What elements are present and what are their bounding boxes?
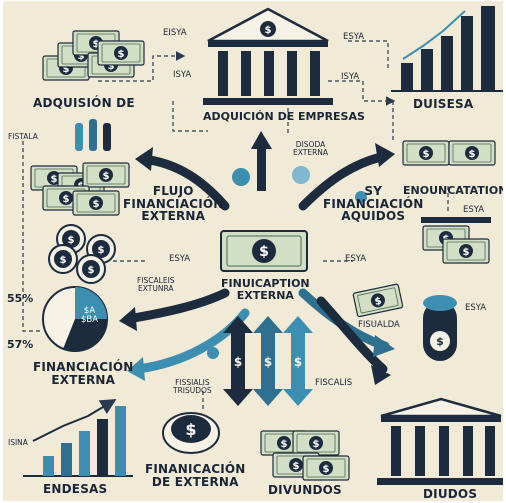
label-isya-center: ISYA [341, 72, 360, 82]
label-eisya-top: EISYA [163, 28, 187, 38]
seed-icon [207, 166, 367, 359]
label-diudos: DIUDOS [423, 487, 478, 501]
label-pct-bottom: 57% [7, 338, 34, 351]
label-esya-mid-left: ESYA [169, 254, 191, 264]
label-flujo-financiacion-externa: FLUJO FINANCIACIÓN EXTERNA [123, 184, 224, 224]
label-dividundos: DIVUNDOS [268, 483, 342, 497]
arrow-icon: $ $ $ [223, 316, 313, 406]
label-fisualda: FISUALDA [358, 320, 400, 330]
money-stack-icon [42, 30, 145, 81]
label-duisesa: DUISESA [413, 97, 474, 111]
svg-text:$: $ [265, 25, 272, 36]
bank-icon [377, 397, 503, 485]
label-pct-top: 55% [7, 292, 34, 305]
label-finanicacion-de-externa: FINANICACIÓN DE EXTERNA [145, 462, 246, 489]
coin-stack-icon: $ [162, 412, 220, 454]
label-adquisicion-empresas: Adquición de empresas [203, 110, 365, 123]
bank-icon: $ [203, 7, 333, 105]
label-esya-bottom-right: ESYA [465, 303, 487, 313]
label-endesas: ENDESAS [43, 482, 108, 496]
label-pie-text: $A $BA [81, 306, 99, 325]
svg-text:$: $ [234, 355, 242, 369]
svg-text:$: $ [185, 420, 196, 439]
bar-chart-icon [391, 6, 503, 92]
label-esya-mid-right: ESYA [345, 254, 367, 264]
label-isina: ISINA [8, 438, 28, 447]
label-fissialis-trisudos: FISSIALIS TRISUDOS [173, 378, 212, 395]
label-fiscaleis-extunra: FISCALEIS EXTUNRA [137, 276, 175, 293]
arrow-icon [251, 131, 272, 191]
label-financiacion-externa-left: FINANCIACIÓN EXTERNA [33, 360, 134, 387]
svg-text:$: $ [264, 355, 272, 369]
label-disoda-externa: DISODA EXTERNA [293, 140, 329, 157]
label-fiscalis: FISCALIS [315, 378, 353, 388]
coin-stack-icon: $ [352, 283, 457, 361]
money-stack-icon [30, 162, 130, 216]
pie-chart-icon [42, 286, 108, 352]
money-stack-icon [260, 430, 350, 481]
dashed-connectors [22, 40, 449, 411]
svg-text:$: $ [294, 355, 302, 369]
arrow-heads [119, 143, 395, 385]
banknote-icon: $ [220, 230, 308, 272]
label-adquisicion-de: Adquisión de [33, 96, 135, 110]
svg-text:$: $ [436, 335, 444, 348]
bar-chart-icon [75, 119, 111, 151]
diagram-art: $ $ $ [22, 6, 503, 485]
diagram-canvas: $ $ $ [3, 1, 503, 501]
label-sy-financiacion-aquidos: SY FINANCIACIÓN AQUIDOS [323, 184, 424, 224]
label-finuicaption-externa: FINUICAPTION EXTERNA [221, 277, 310, 302]
label-isya-left: ISYA [173, 70, 192, 80]
label-fistala: FISTALA [8, 132, 38, 141]
label-esya-top-right: ESYA [343, 32, 365, 42]
flow-arrows [123, 151, 390, 374]
label-enouncatation: ENOUNCATATION [403, 184, 503, 197]
banknote-icon [402, 140, 496, 264]
coin-stack-icon [48, 224, 116, 284]
bar-chart-icon [23, 398, 133, 477]
label-esya-right: ESYA [463, 205, 485, 215]
svg-text:$: $ [259, 244, 269, 260]
